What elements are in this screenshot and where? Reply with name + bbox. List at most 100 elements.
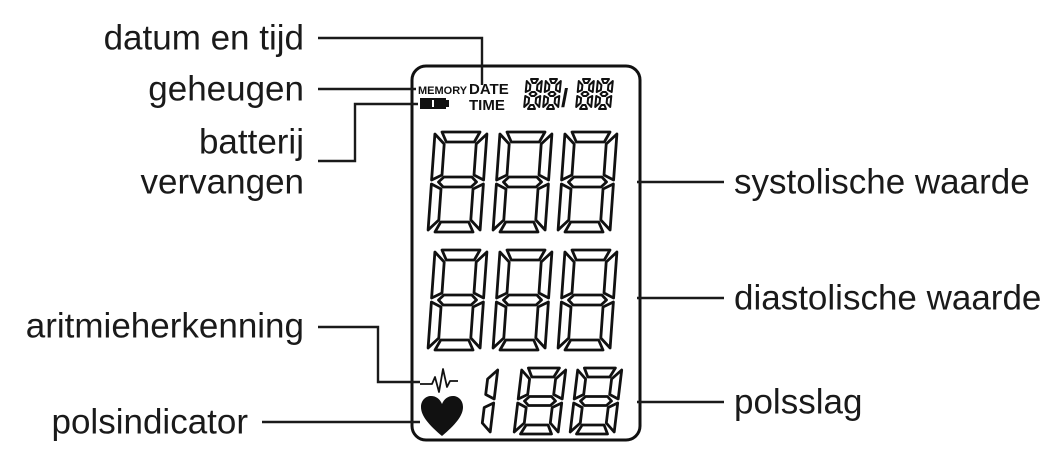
datetime-segment [527, 104, 536, 110]
datetime-segment [534, 95, 542, 108]
systolic-digit [426, 130, 489, 234]
datetime-segment [524, 80, 532, 93]
label-systolic: systolische waarde [734, 163, 1030, 202]
leader-battery [318, 102, 418, 163]
datetime-segment [553, 95, 561, 108]
datetime-segment [546, 104, 555, 110]
pulse-segment [548, 401, 564, 434]
systolic-segment [472, 132, 489, 182]
pulse-segment [579, 395, 613, 407]
systolic-segment [426, 182, 443, 232]
diastolic-segment [469, 300, 485, 350]
label-memory: geheugen [148, 70, 304, 109]
datetime-segment [606, 80, 614, 93]
datetime-segment [594, 95, 602, 108]
datetime-segment [542, 95, 550, 108]
diastolic-segment [556, 300, 573, 350]
label-battery-line2: vervangen [141, 163, 304, 202]
pulse-segment [527, 366, 561, 379]
systolic-segment [567, 175, 608, 189]
diastolic-segment [498, 338, 540, 352]
diastolic-digits [426, 248, 619, 352]
systolic-segment [491, 182, 508, 232]
systolic-segment [502, 175, 543, 189]
datetime-segment [575, 95, 583, 108]
datetime-segment [579, 104, 588, 110]
diastolic-digit [556, 248, 619, 352]
diastolic-segment [560, 250, 576, 300]
datetime-segment [576, 80, 584, 93]
date-tag: DATE [469, 81, 509, 98]
pulse-digit [512, 366, 568, 436]
datetime-segment [535, 80, 543, 93]
pulse-segment [516, 368, 531, 401]
label-diastolic: diastolische waarde [734, 279, 1041, 318]
pulse-segment [575, 423, 609, 436]
diastolic-digit [491, 248, 554, 352]
systolic-segment [505, 130, 547, 144]
systolic-segment [498, 220, 540, 234]
pulse-segment [523, 395, 557, 407]
datetime-segment [601, 78, 610, 84]
pulse-segment [608, 368, 624, 401]
diastolic-digit [426, 248, 489, 352]
diastolic-segment [426, 300, 443, 350]
pulse-segment [552, 368, 568, 401]
datetime-segment [530, 78, 539, 84]
systolic-segment [560, 132, 576, 182]
systolic-segment [534, 182, 550, 232]
datetime-segment [543, 80, 551, 93]
pulse-digit [480, 368, 500, 434]
systolic-segment [437, 175, 478, 189]
datetime-segment [547, 91, 557, 97]
diastolic-segment [567, 293, 608, 307]
pulse-segment [583, 366, 617, 379]
pulse-segment [512, 401, 528, 434]
systolic-segment [430, 132, 446, 182]
pulse-digits [480, 366, 624, 436]
systolic-segment [495, 132, 511, 182]
memory-tag: MEMORY [418, 85, 468, 97]
datetime-segment [599, 91, 609, 97]
datetime-segment [523, 95, 531, 108]
datetime-separator: / [561, 83, 568, 113]
diastolic-segment [437, 293, 478, 307]
datetime-segment [595, 80, 603, 93]
pulse-segment [519, 423, 553, 436]
systolic-segment [556, 182, 573, 232]
datetime-segment [549, 78, 558, 84]
lcd-panel [410, 64, 642, 442]
systolic-segment [599, 182, 615, 232]
leader-arrhythmia [318, 325, 420, 384]
diastolic-segment [433, 338, 475, 352]
diastolic-segment [491, 300, 508, 350]
diastolic-segment [502, 293, 543, 307]
label-datetime: datum en tijd [104, 19, 304, 58]
datetime-segment [605, 95, 613, 108]
label-pulse-indicator: polsindicator [52, 403, 249, 442]
systolic-segment [433, 220, 475, 234]
battery-icon [420, 98, 449, 109]
diastolic-segment [602, 250, 619, 300]
systolic-digit [556, 130, 619, 234]
diastolic-segment [563, 338, 605, 352]
pulse-segment [480, 401, 496, 434]
label-pulse: polsslag [734, 383, 862, 422]
systolic-segment [537, 132, 554, 182]
pulse-segment [484, 368, 500, 401]
pulse-digit [568, 366, 624, 436]
diastolic-segment [537, 250, 554, 300]
diastolic-segment [495, 250, 511, 300]
datetime-digit [575, 78, 595, 110]
datetime-digit [523, 78, 543, 110]
diastolic-segment [599, 300, 615, 350]
diastolic-segment [440, 248, 482, 262]
datetime-segment [582, 78, 591, 84]
heart-icon [421, 396, 463, 436]
diastolic-segment [430, 250, 446, 300]
systolic-segment [469, 182, 485, 232]
diastolic-segment [505, 248, 547, 262]
systolic-digit [491, 130, 554, 234]
ecg-wave-icon [420, 368, 458, 393]
leader-lines [262, 36, 724, 424]
